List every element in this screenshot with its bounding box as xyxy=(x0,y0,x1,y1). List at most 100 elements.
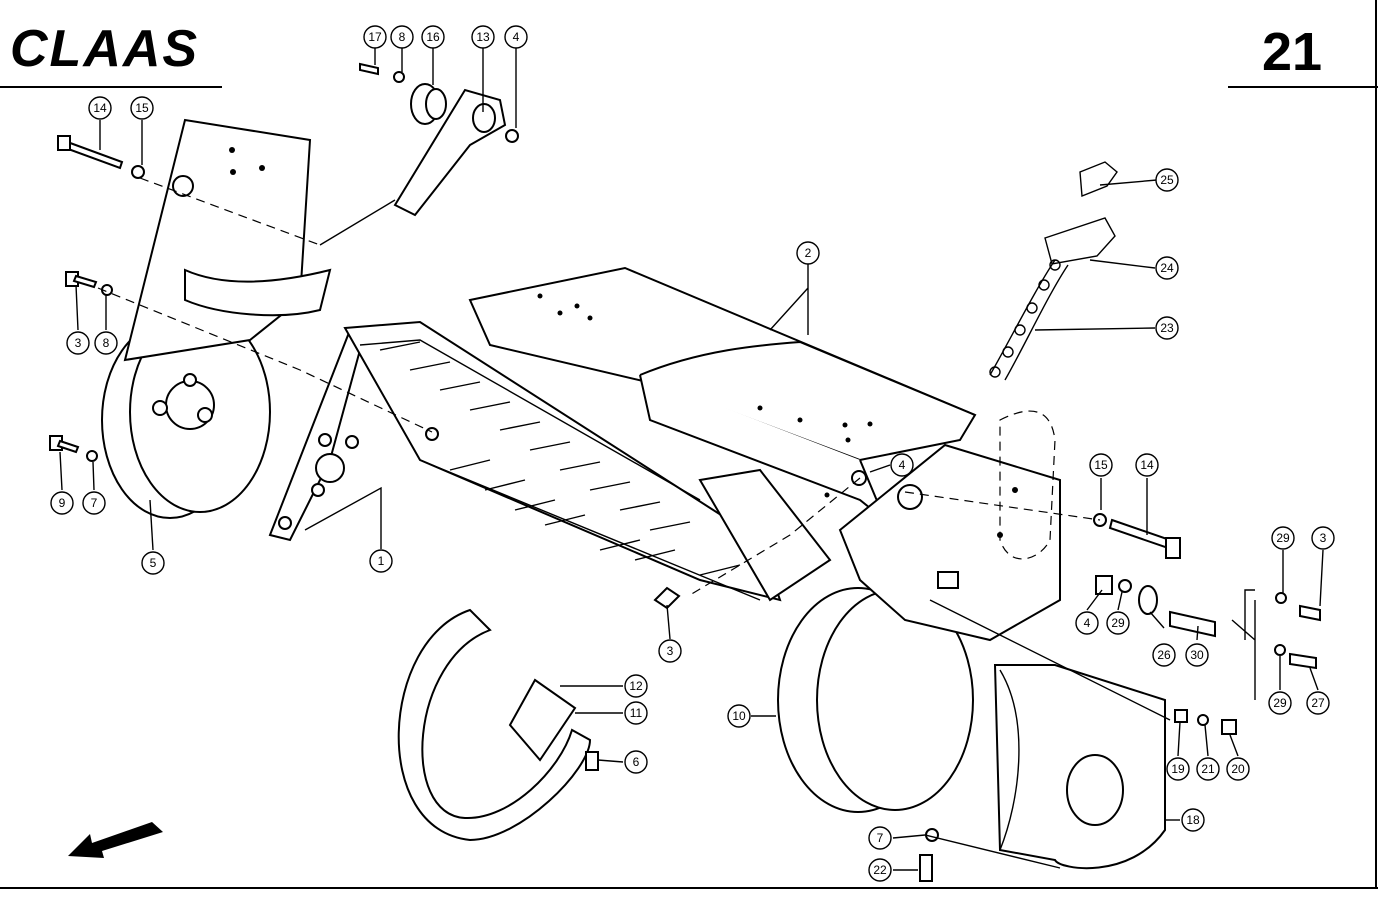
callout-12: 12 xyxy=(624,674,648,698)
callout-13: 13 xyxy=(471,25,495,49)
callout-label: 29 xyxy=(1111,616,1125,630)
callout-16: 16 xyxy=(421,25,445,49)
callout-2: 2 xyxy=(796,241,820,265)
callout-circle xyxy=(1185,643,1209,667)
callout-21: 21 xyxy=(1196,757,1220,781)
callout-circle xyxy=(94,331,118,355)
callout-circle xyxy=(1155,168,1179,192)
callout-17: 17 xyxy=(363,25,387,49)
callout-circle xyxy=(727,704,751,728)
tension-bracket xyxy=(359,62,519,217)
callout-circle xyxy=(130,96,154,120)
callout-circle xyxy=(624,750,648,774)
callout-29: 29 xyxy=(1106,611,1130,635)
brand-logo: CLAAS xyxy=(10,20,199,78)
callout-label: 3 xyxy=(75,336,82,350)
callout-label: 1 xyxy=(378,554,385,568)
left-drive-housing xyxy=(101,118,332,519)
callout-label: 17 xyxy=(368,30,382,44)
callout-3: 3 xyxy=(658,639,682,663)
arrow-down-left-icon xyxy=(68,822,163,858)
callout-27: 27 xyxy=(1306,691,1330,715)
callout-label: 15 xyxy=(135,101,149,115)
callout-label: 20 xyxy=(1231,762,1245,776)
callout-19: 19 xyxy=(1166,757,1190,781)
callout-circle xyxy=(1196,757,1220,781)
callout-9: 9 xyxy=(50,491,74,515)
callout-label: 23 xyxy=(1160,321,1174,335)
callout-circle xyxy=(624,674,648,698)
callout-30: 30 xyxy=(1185,643,1209,667)
callout-label: 10 xyxy=(732,709,746,723)
callout-label: 6 xyxy=(633,755,640,769)
callout-circle xyxy=(624,701,648,725)
conveyor-tray xyxy=(468,266,977,521)
callout-circle xyxy=(82,491,106,515)
callout-label: 24 xyxy=(1160,261,1174,275)
callout-8: 8 xyxy=(390,25,414,49)
callout-circle xyxy=(658,639,682,663)
callout-label: 16 xyxy=(426,30,440,44)
callout-7: 7 xyxy=(82,491,106,515)
callout-label: 25 xyxy=(1160,173,1174,187)
callout-label: 12 xyxy=(629,679,643,693)
callout-label: 11 xyxy=(630,706,643,720)
page-number: 21 xyxy=(1262,22,1322,82)
callout-label: 26 xyxy=(1157,648,1171,662)
callout-29: 29 xyxy=(1271,526,1295,550)
callout-29: 29 xyxy=(1268,691,1292,715)
callout-circle xyxy=(1271,526,1295,550)
callout-label: 18 xyxy=(1186,813,1200,827)
callout-label: 27 xyxy=(1311,696,1325,710)
callout-1: 1 xyxy=(369,549,393,573)
callout-14: 14 xyxy=(88,96,112,120)
callout-15: 15 xyxy=(130,96,154,120)
callout-circle xyxy=(1152,643,1176,667)
callout-circle xyxy=(1155,316,1179,340)
callout-circle xyxy=(890,453,914,477)
callout-circle xyxy=(1306,691,1330,715)
callout-label: 8 xyxy=(399,30,406,44)
callout-circle xyxy=(88,96,112,120)
callout-label: 8 xyxy=(103,336,110,350)
right-drive-housing xyxy=(777,410,1061,813)
callout-circle xyxy=(868,858,892,882)
callout-20: 20 xyxy=(1226,757,1250,781)
callout-26: 26 xyxy=(1152,643,1176,667)
callout-circle xyxy=(1166,757,1190,781)
callout-label: 29 xyxy=(1276,531,1290,545)
callout-3: 3 xyxy=(66,331,90,355)
callout-circle xyxy=(1268,691,1292,715)
callout-label: 15 xyxy=(1094,458,1108,472)
callout-circle xyxy=(471,25,495,49)
callout-6: 6 xyxy=(624,750,648,774)
callout-circle xyxy=(1106,611,1130,635)
callout-circle xyxy=(390,25,414,49)
callout-label: 4 xyxy=(1084,616,1091,630)
callout-7: 7 xyxy=(868,826,892,850)
callout-label: 19 xyxy=(1171,762,1185,776)
callout-label: 14 xyxy=(93,101,107,115)
left-hardware xyxy=(49,135,867,610)
callout-circle xyxy=(66,331,90,355)
callout-label: 3 xyxy=(667,644,674,658)
callout-circle xyxy=(796,241,820,265)
callout-label: 9 xyxy=(59,496,66,510)
callout-8: 8 xyxy=(94,331,118,355)
callout-circle xyxy=(421,25,445,49)
callout-circle xyxy=(1181,808,1205,832)
callout-label: 29 xyxy=(1273,696,1287,710)
callout-label: 22 xyxy=(873,863,887,877)
callout-circle xyxy=(1226,757,1250,781)
callout-4: 4 xyxy=(504,25,528,49)
callout-3: 3 xyxy=(1311,526,1335,550)
callout-circle xyxy=(363,25,387,49)
callout-label: 4 xyxy=(899,458,906,472)
callout-11: 11 xyxy=(624,701,648,725)
callout-circle xyxy=(1311,526,1335,550)
callout-circle xyxy=(1089,453,1113,477)
callout-label: 13 xyxy=(476,30,490,44)
